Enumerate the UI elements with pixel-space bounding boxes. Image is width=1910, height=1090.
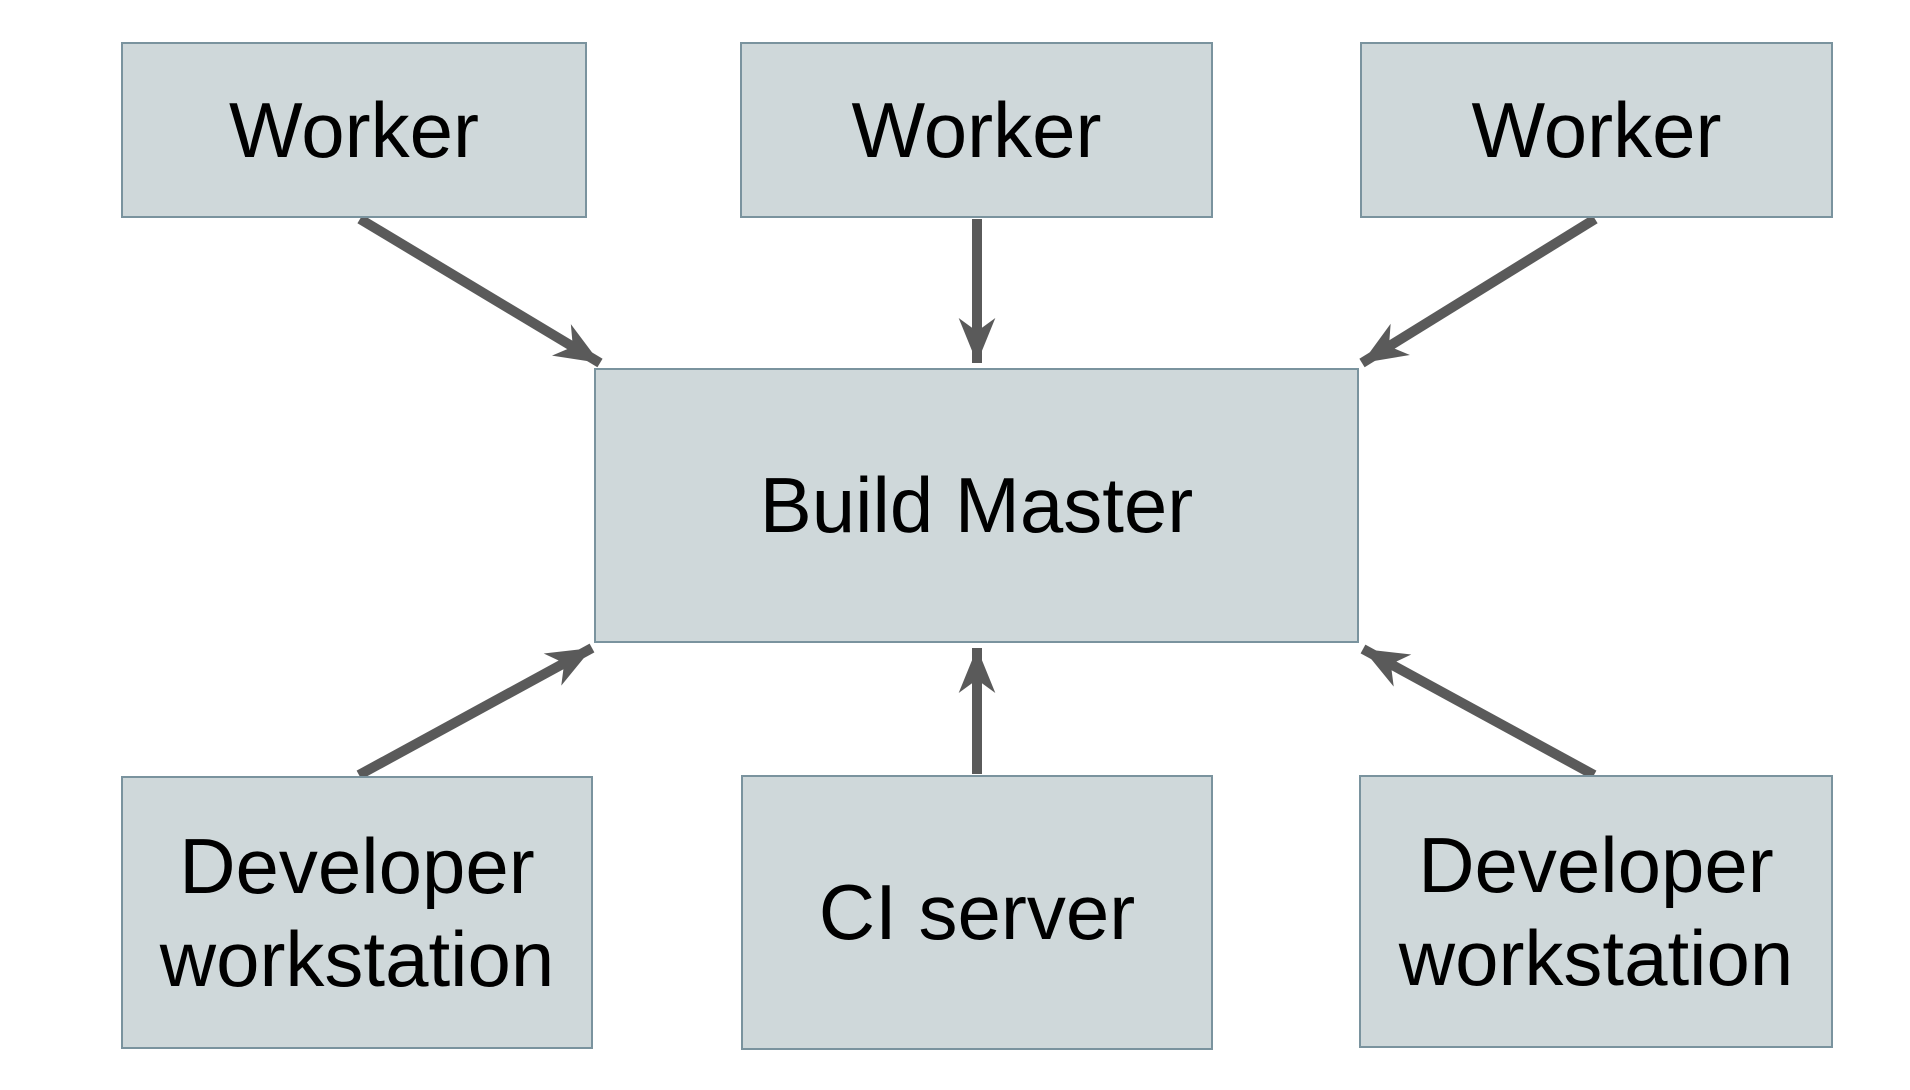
build-master-node: Build Master [594, 368, 1359, 643]
developer-workstation-2-label: Developer workstation [1398, 821, 1794, 1002]
worker-2-node: Worker [740, 42, 1213, 218]
worker-3-label: Worker [1471, 85, 1722, 174]
developer-workstation-1-label: Developer workstation [159, 822, 555, 1003]
developer-workstation-2-node: Developer workstation [1359, 775, 1833, 1048]
arrow-developer-workstation-2-to-build-master [1360, 644, 1597, 780]
arrow-worker-3-to-build-master [1359, 214, 1598, 368]
arrow-worker-1-to-build-master [357, 214, 603, 368]
worker-3-node: Worker [1360, 42, 1833, 218]
ci-server-label: CI server [818, 868, 1136, 957]
developer-workstation-1-node: Developer workstation [121, 776, 593, 1049]
worker-2-label: Worker [851, 85, 1102, 174]
build-master-label: Build Master [759, 461, 1194, 550]
ci-server-node: CI server [741, 775, 1213, 1050]
worker-1-node: Worker [121, 42, 587, 218]
arrow-developer-workstation-1-to-build-master [356, 643, 595, 780]
worker-1-label: Worker [229, 85, 479, 174]
